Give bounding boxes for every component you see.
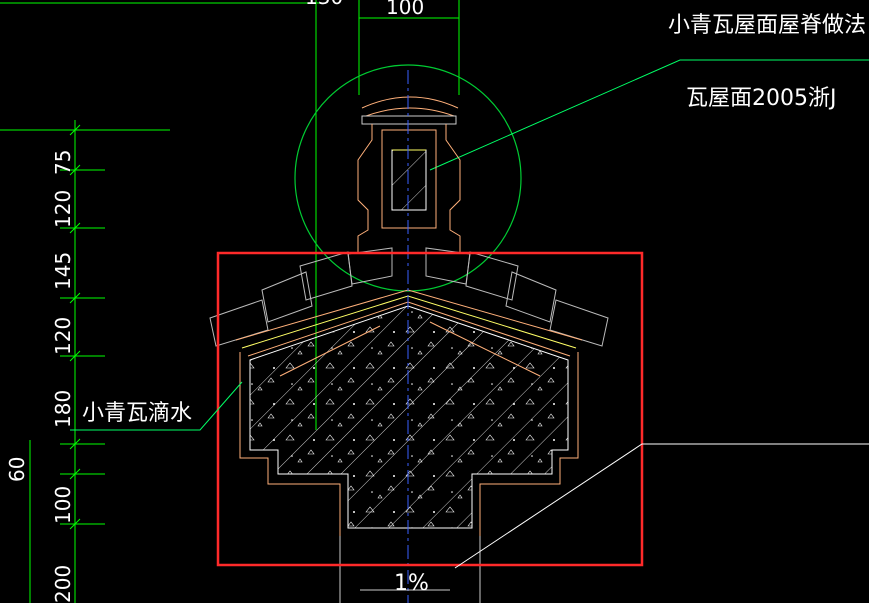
- dim-label-120-a: 120: [51, 190, 75, 228]
- ridge-ref-label: 瓦屋面2005浙J: [686, 86, 836, 111]
- drip-label: 小青瓦滴水: [82, 401, 192, 426]
- dim-label-top-130: 130: [305, 0, 343, 9]
- ridge-leader-line: [429, 59, 869, 171]
- top-dimension: [0, 0, 460, 430]
- dim-label-top-100: 100: [386, 0, 424, 19]
- roof-tiles: [209, 247, 609, 347]
- slope-label: 1%: [394, 571, 429, 596]
- drip-leader-line: [70, 381, 243, 431]
- vertical-dimension-labels: 75 120 145 120 180 100 200 60: [5, 150, 75, 603]
- dim-label-180: 180: [51, 390, 75, 428]
- concrete-body: [239, 305, 579, 536]
- dim-label-100: 100: [51, 486, 75, 524]
- ridge-cap: [357, 96, 461, 254]
- ridge-title-label: 小青瓦屋面屋脊做法: [668, 13, 866, 38]
- dim-label-120-b: 120: [51, 317, 75, 355]
- dim-label-60: 60: [5, 457, 29, 482]
- dim-label-200: 200: [51, 565, 75, 603]
- dim-label-75: 75: [51, 150, 75, 175]
- bottom-right-leader-line: [454, 443, 869, 569]
- lower-extension-lines: [339, 536, 481, 603]
- vertical-dimension-chain: [0, 120, 170, 603]
- dim-label-145: 145: [51, 252, 75, 290]
